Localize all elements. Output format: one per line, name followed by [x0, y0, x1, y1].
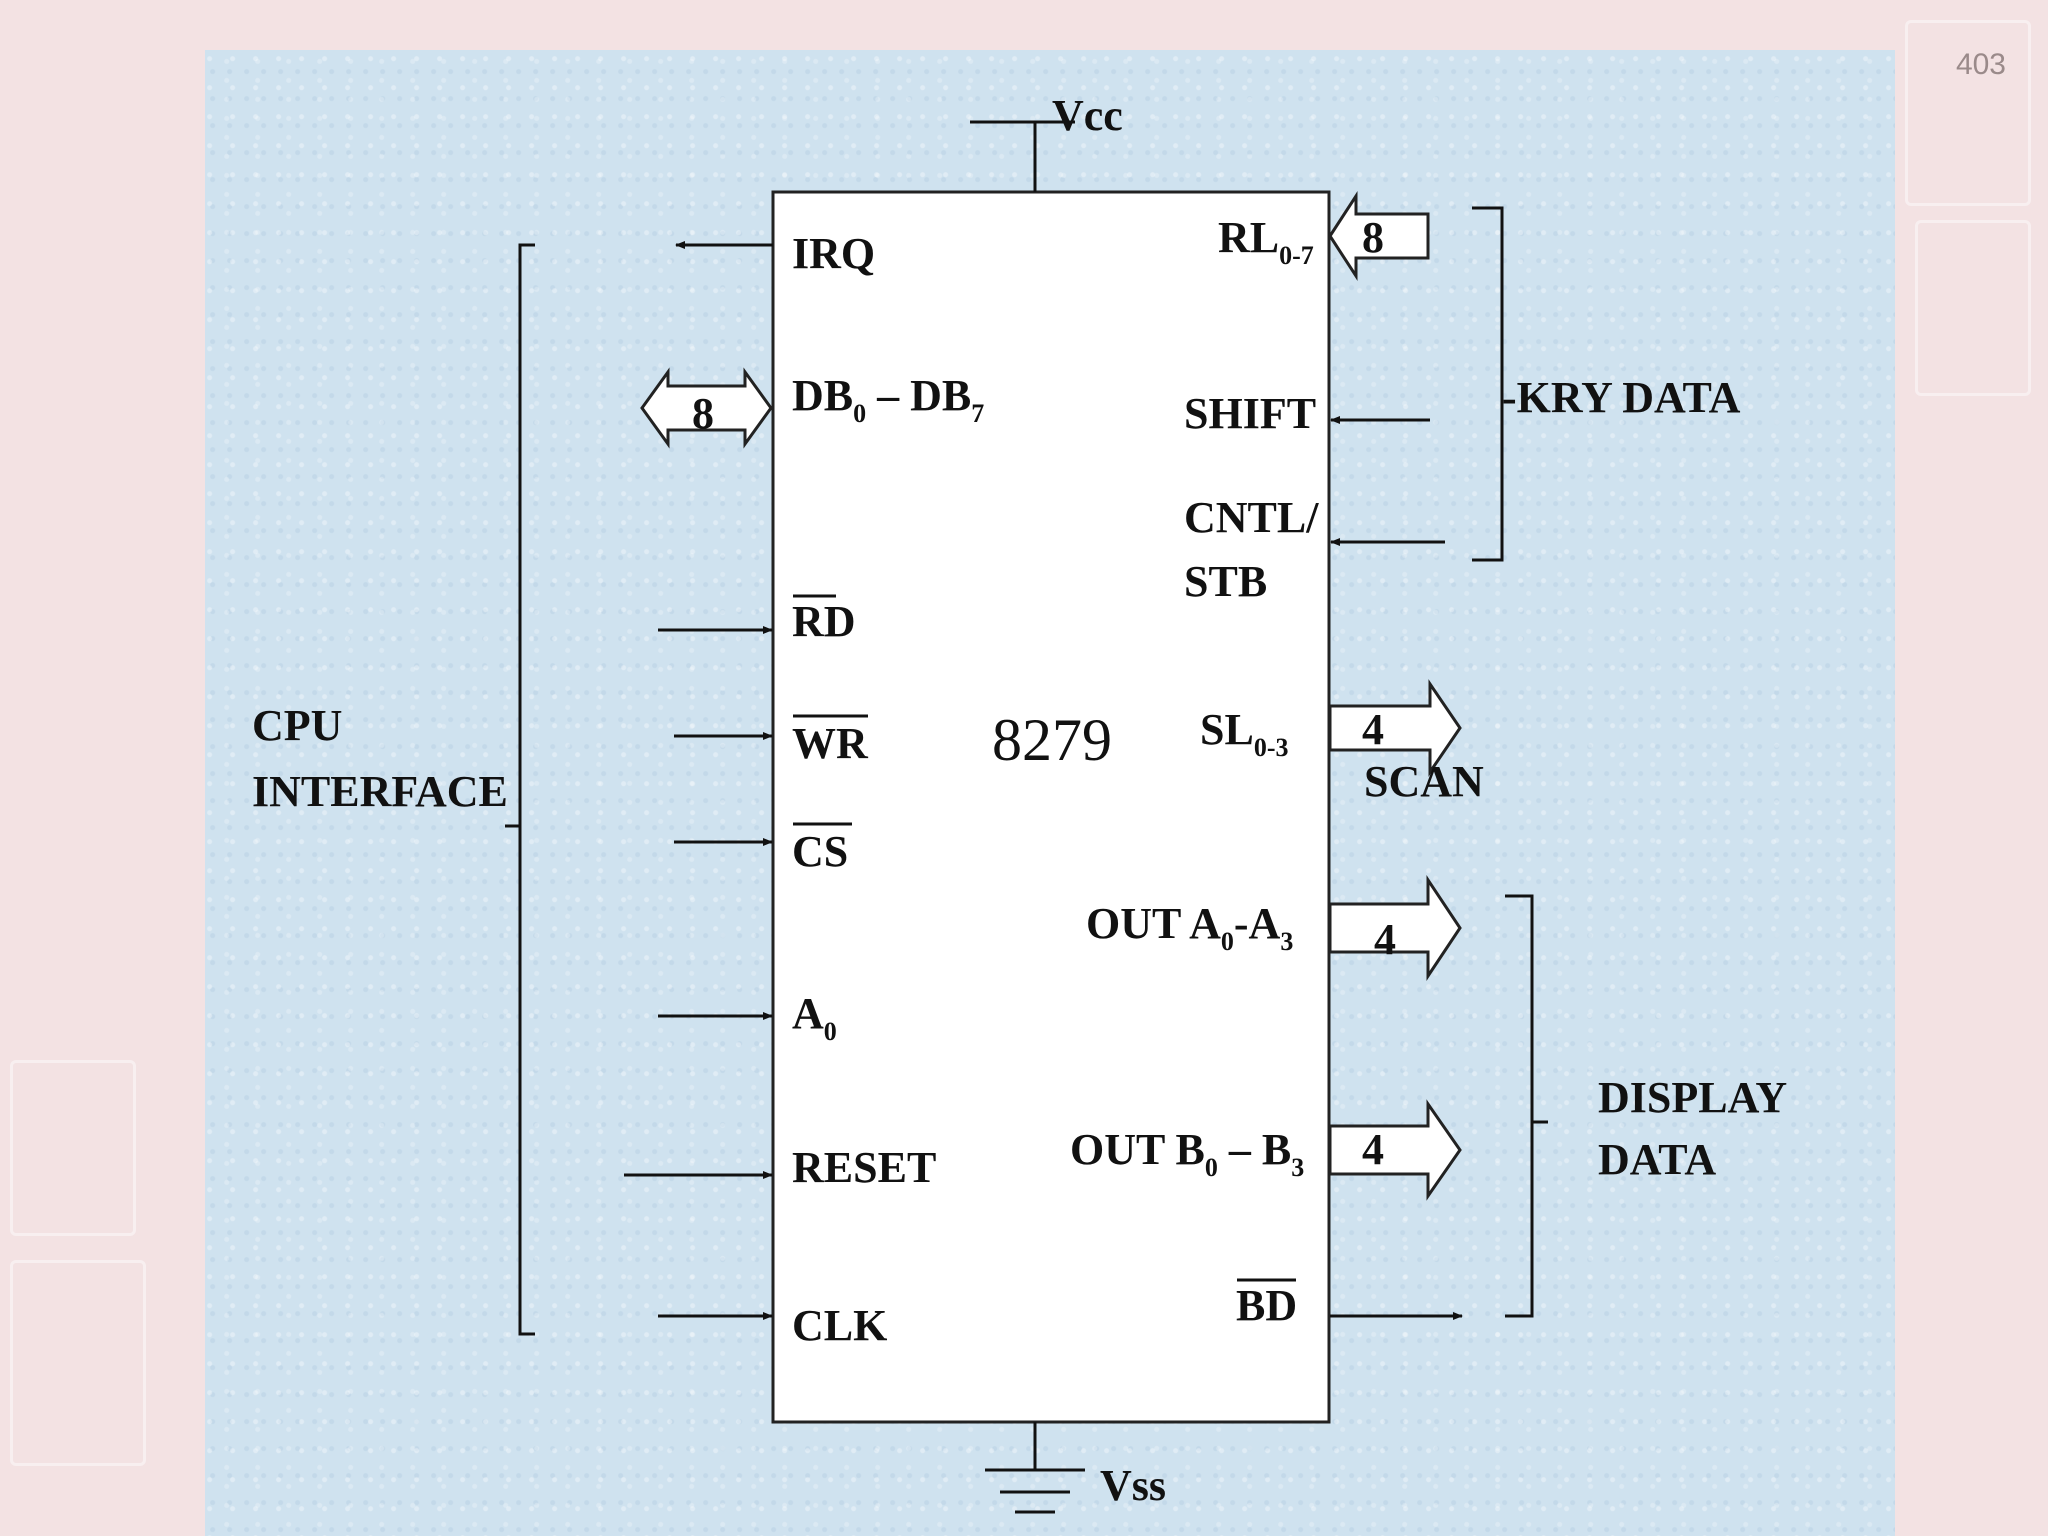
vcc-connection: Vcc [970, 91, 1123, 192]
out-a-label: OUT A0-A3 [1086, 899, 1293, 956]
scan-lines-width: 4 [1362, 705, 1384, 754]
display-data-label-line2: DATA [1598, 1135, 1716, 1184]
db-label: DB0 – DB7 [792, 371, 984, 428]
key-data-label: -KRY DATA [1502, 373, 1741, 422]
rl-label: RL0-7 [1218, 213, 1314, 270]
cpu-interface-label-line2: INTERFACE [252, 767, 508, 816]
shift-label: SHIFT [1184, 389, 1316, 438]
cpu-interface-bracket [505, 243, 535, 1336]
out-a-width: 4 [1374, 915, 1396, 964]
bd-label: BD [1236, 1281, 1297, 1330]
scan-label: SCAN [1364, 757, 1484, 806]
data-bus-width: 8 [692, 389, 714, 438]
display-data-label-line1: DISPLAY [1598, 1073, 1787, 1122]
irq-label: IRQ [792, 229, 875, 278]
wr-label: WR [792, 719, 869, 768]
cntl-label: CNTL/ [1184, 493, 1319, 542]
stb-label: STB [1184, 557, 1267, 606]
ground-symbol: Vss [985, 1422, 1166, 1514]
scan-lines-bus-arrow: 4 [1328, 679, 1462, 777]
background-decoration [10, 1260, 146, 1466]
a0-label: A0 [792, 989, 837, 1046]
vcc-label: Vcc [1052, 91, 1123, 140]
chip-body [771, 190, 1331, 1424]
out-b-label: OUT B0 – B3 [1070, 1125, 1304, 1182]
out-a-bus-arrow: 4 [1328, 875, 1462, 981]
out-b-width: 4 [1362, 1125, 1384, 1174]
background-decoration [10, 1060, 136, 1236]
return-lines-bus-arrow: 8 [1328, 190, 1430, 282]
key-data-bracket [1472, 206, 1504, 562]
background-decoration [1905, 20, 2031, 206]
rd-label: RD [792, 597, 856, 646]
cs-label: CS [792, 827, 848, 876]
data-bus-arrow: 8 [640, 367, 773, 449]
chip-name: 8279 [992, 707, 1112, 773]
vss-label: Vss [1100, 1461, 1166, 1510]
cpu-interface-label-line1: CPU [252, 701, 342, 750]
display-data-bracket [1505, 894, 1548, 1318]
out-b-bus-arrow: 4 [1328, 1099, 1462, 1201]
sl-label: SL0-3 [1200, 705, 1289, 762]
clk-label: CLK [792, 1301, 887, 1350]
background-decoration [1915, 220, 2031, 396]
reset-label: RESET [792, 1143, 936, 1192]
page-number: 403 [1955, 48, 2006, 81]
return-lines-width: 8 [1362, 213, 1384, 262]
